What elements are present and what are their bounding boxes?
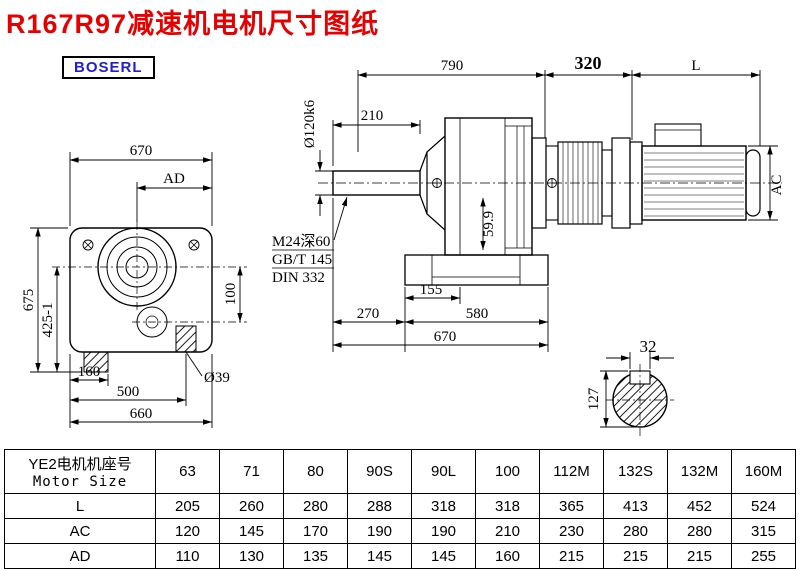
- page-title: R167R97减速机电机尺寸图纸: [6, 9, 380, 39]
- dim-shaft-height: 127: [586, 387, 602, 410]
- dim-side-670: 670: [434, 329, 457, 345]
- value-cell: 215: [667, 543, 732, 569]
- value-cell: 130: [219, 543, 284, 569]
- dim-keyway-width: 32: [640, 337, 657, 356]
- size-header-cell: 160M: [731, 449, 796, 494]
- thread-standard-din: DIN 332: [272, 270, 325, 286]
- dim-front-100: 100: [223, 283, 239, 306]
- gearbox-base: [404, 254, 549, 286]
- dim-front-ad: AD: [163, 171, 185, 187]
- value-cell: 170: [283, 518, 348, 544]
- value-cell: 120: [155, 518, 220, 544]
- value-cell: 215: [603, 543, 668, 569]
- value-cell: 524: [731, 493, 796, 519]
- value-cell: 280: [283, 493, 348, 519]
- value-cell: 255: [731, 543, 796, 569]
- table-row-L: L 205 260 280 288 318 318 365 413 452 52…: [4, 493, 796, 519]
- technical-drawing: 670 AD 675 425-1 100 160 500 660 Ø39: [21, 53, 785, 436]
- thread-callout: M24深60: [272, 233, 330, 250]
- value-cell: 318: [411, 493, 476, 519]
- value-cell: 280: [603, 518, 668, 544]
- table-header-cn: YE2电机机座号: [28, 456, 132, 473]
- mounting-foot-hatch: [83, 351, 109, 373]
- dim-front-660: 660: [130, 406, 153, 422]
- value-cell: 230: [539, 518, 604, 544]
- dim-side-ac: AC: [769, 175, 785, 196]
- size-header-cell: 80: [283, 449, 348, 494]
- shaft-cross-section: [606, 364, 674, 436]
- table-header-row: YE2电机机座号 Motor Size 63 71 80 90S 90L 100…: [4, 449, 796, 494]
- input-shaft: [332, 170, 421, 196]
- value-cell: 145: [219, 518, 284, 544]
- dim-side-580: 580: [466, 306, 489, 322]
- size-header-cell: 100: [475, 449, 540, 494]
- brand-logo: BOSERL: [62, 56, 155, 79]
- dim-side-210: 210: [361, 108, 384, 124]
- dim-side-155: 155: [420, 282, 443, 298]
- table-row-AD: AD 110 130 135 145 145 160 215 215 215 2…: [4, 543, 796, 569]
- motor-size-table: YE2电机机座号 Motor Size 63 71 80 90S 90L 100…: [4, 449, 796, 569]
- table-header-motor-size: YE2电机机座号 Motor Size: [4, 449, 156, 494]
- dim-side-320: 320: [575, 53, 602, 73]
- motor-fan-cover: [745, 149, 761, 217]
- value-cell: 135: [283, 543, 348, 569]
- value-cell: 280: [667, 518, 732, 544]
- value-cell: 288: [347, 493, 412, 519]
- size-header-cell: 90S: [347, 449, 412, 494]
- value-cell: 315: [731, 518, 796, 544]
- side-view: [318, 117, 782, 286]
- dim-front-shaft-dia: Ø39: [204, 370, 230, 386]
- size-header-cell: 132S: [603, 449, 668, 494]
- thread-standard-gb: GB/T 145: [272, 252, 332, 268]
- value-cell: 160: [475, 543, 540, 569]
- value-cell: 365: [539, 493, 604, 519]
- size-header-cell: 132M: [667, 449, 732, 494]
- size-header-cell: 112M: [539, 449, 604, 494]
- row-label: L: [4, 493, 156, 519]
- terminal-box: [654, 123, 702, 147]
- dim-front-500: 500: [117, 384, 140, 400]
- row-label: AD: [4, 543, 156, 569]
- dim-front-425: 425-1: [40, 303, 56, 338]
- value-cell: 452: [667, 493, 732, 519]
- dim-side-motor-length: L: [691, 58, 700, 74]
- value-cell: 205: [155, 493, 220, 519]
- value-cell: 210: [475, 518, 540, 544]
- dim-side-270: 270: [357, 306, 380, 322]
- side-view-dimensions: [272, 70, 778, 352]
- value-cell: 190: [347, 518, 412, 544]
- row-label: AC: [4, 518, 156, 544]
- dim-side-790: 790: [441, 58, 464, 74]
- value-cell: 145: [411, 543, 476, 569]
- dim-front-overall-width: 670: [130, 143, 153, 159]
- dim-side-shaft-dia: Ø120k6: [302, 99, 318, 148]
- size-header-cell: 63: [155, 449, 220, 494]
- front-view-dimensions: [30, 152, 243, 428]
- table-row-AC: AC 120 145 170 190 190 210 230 280 280 3…: [4, 518, 796, 544]
- table-header-en: Motor Size: [32, 474, 128, 490]
- dim-front-overall-height: 675: [21, 289, 37, 312]
- value-cell: 215: [539, 543, 604, 569]
- value-cell: 110: [155, 543, 220, 569]
- size-header-cell: 71: [219, 449, 284, 494]
- size-header-cell: 90L: [411, 449, 476, 494]
- value-cell: 190: [411, 518, 476, 544]
- output-shaft-hatch: [175, 325, 197, 353]
- dim-side-59-9: 59.9: [481, 211, 497, 237]
- dim-front-160: 160: [78, 364, 101, 380]
- shaft-section-dimensions: [600, 352, 674, 428]
- value-cell: 413: [603, 493, 668, 519]
- value-cell: 260: [219, 493, 284, 519]
- value-cell: 318: [475, 493, 540, 519]
- value-cell: 145: [347, 543, 412, 569]
- front-view: [52, 222, 247, 373]
